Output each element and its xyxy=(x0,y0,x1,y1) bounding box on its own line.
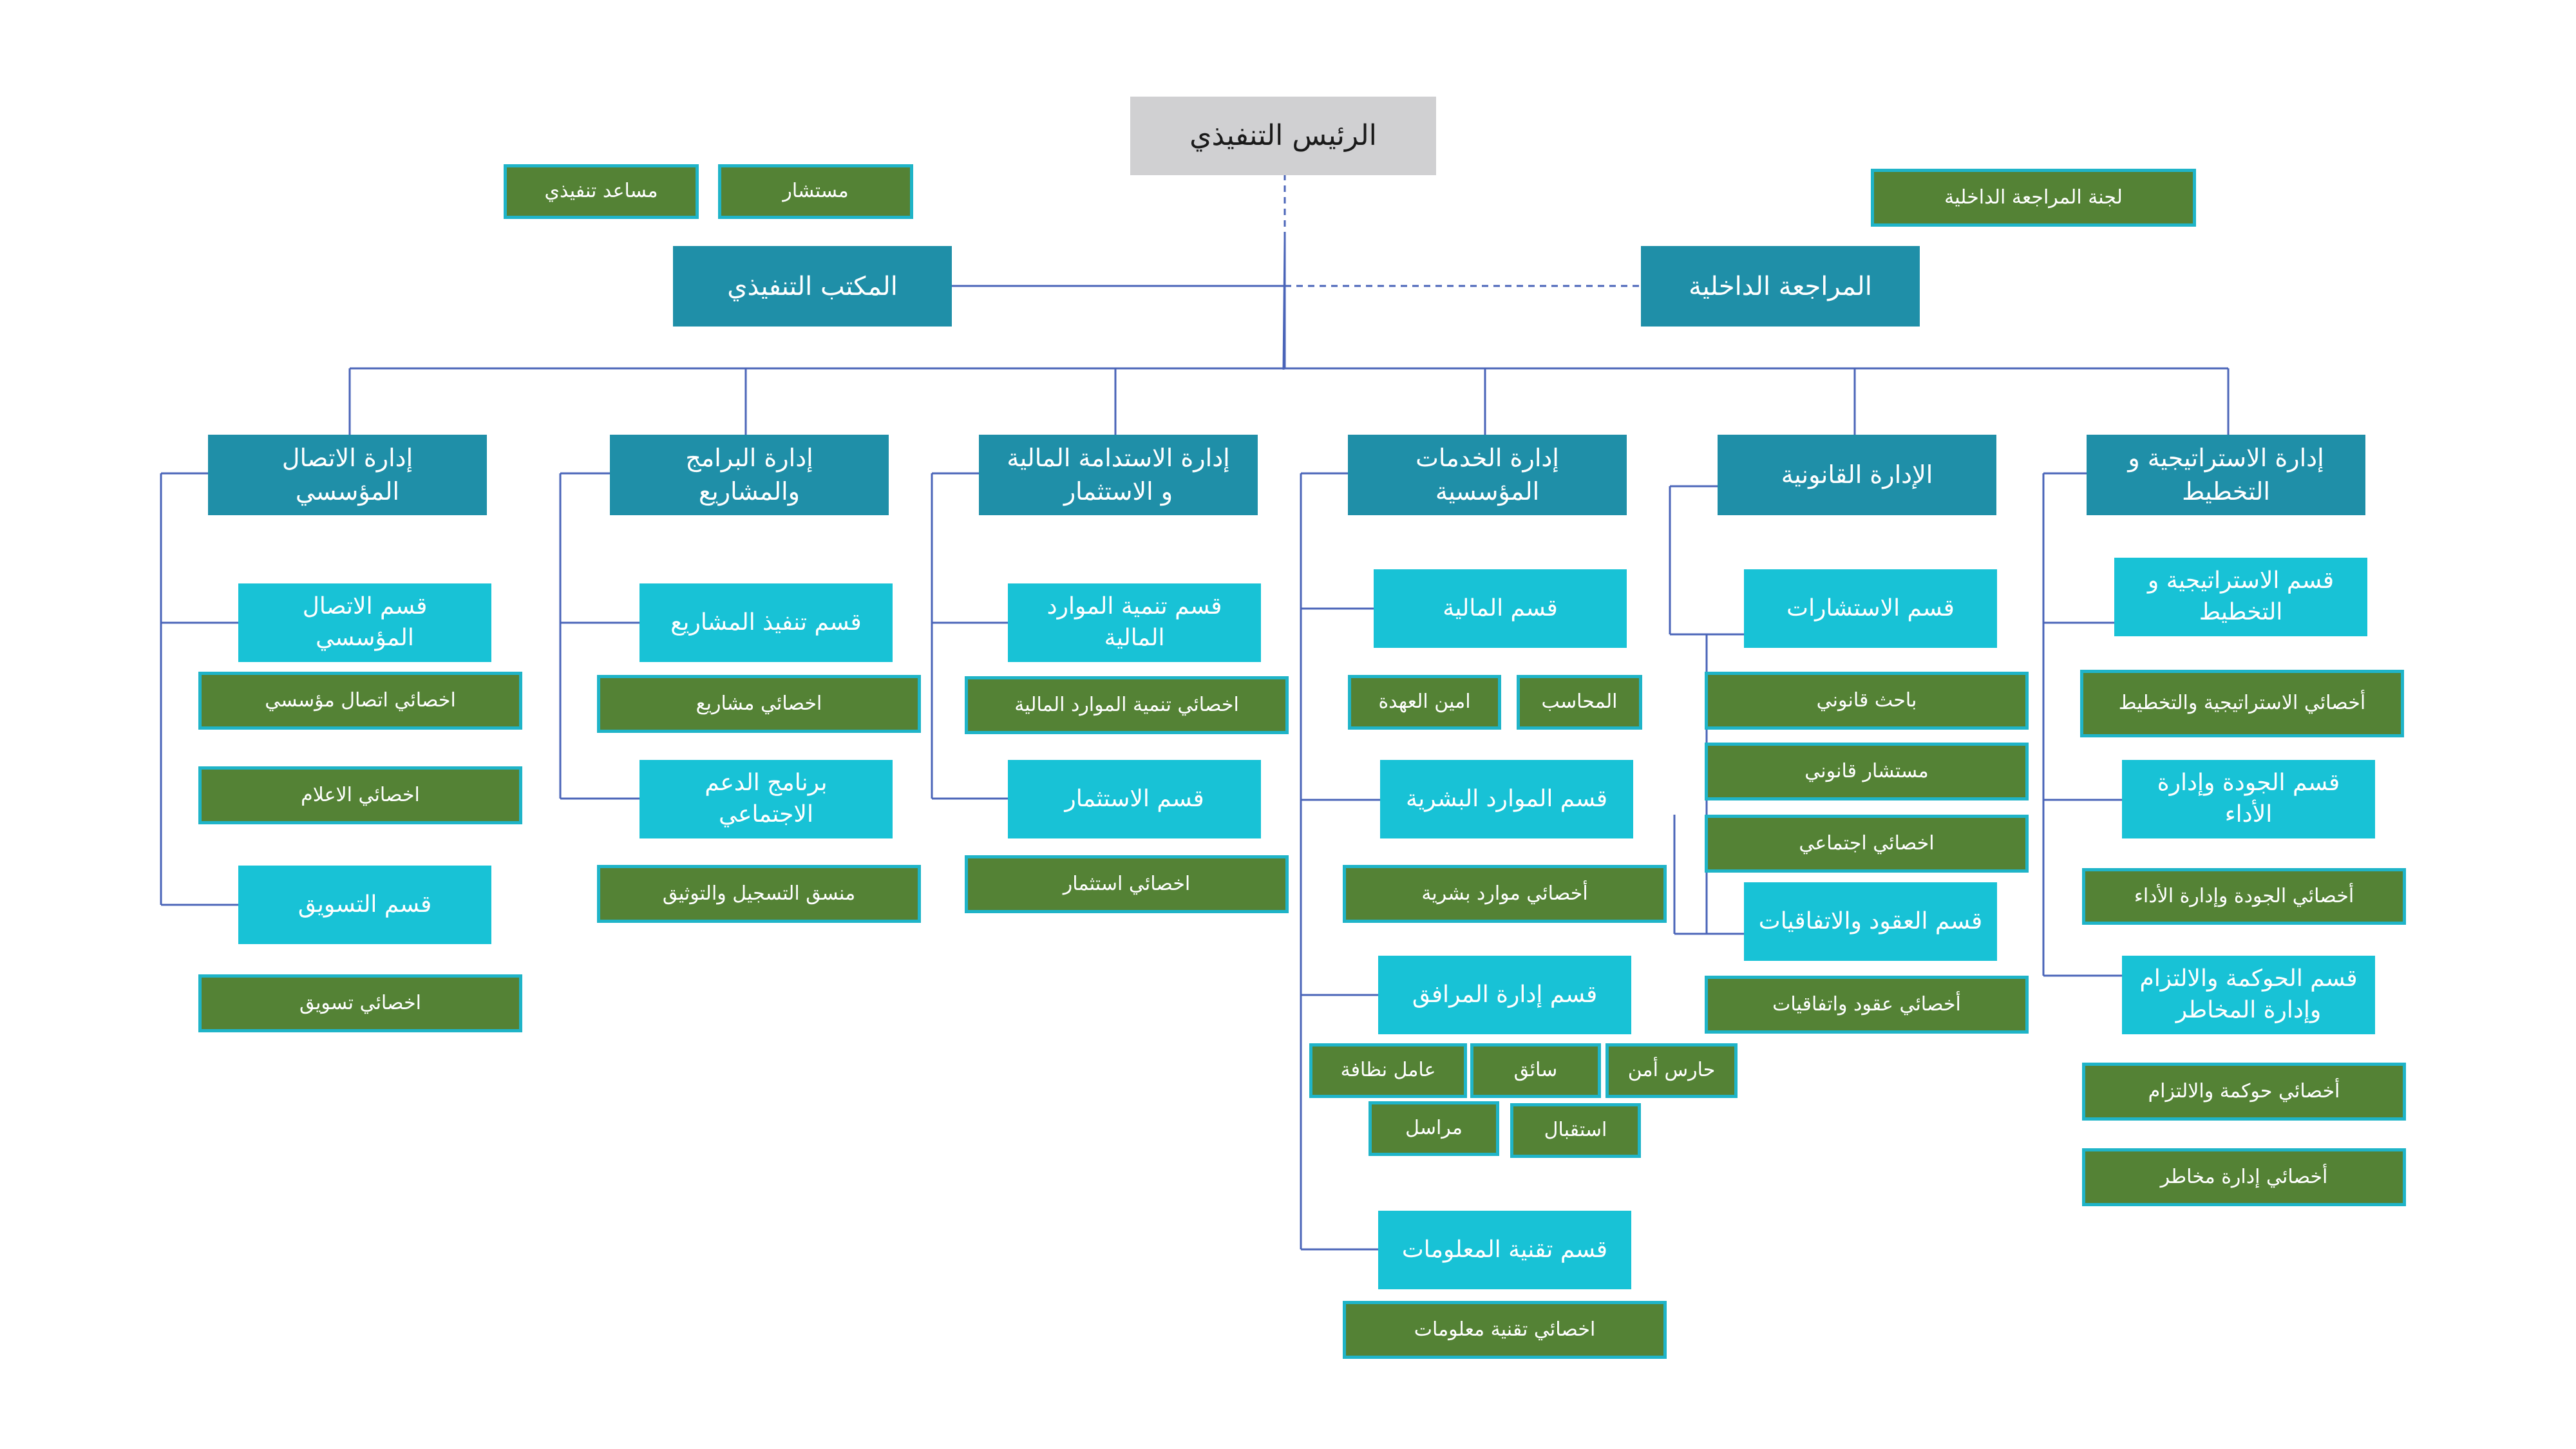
role-social-specialist: اخصائي اجتماعي xyxy=(1705,815,2029,873)
section-marketing: قسم التسويق xyxy=(238,866,491,944)
role-hr-specialist: أخصائي موارد بشرية xyxy=(1343,865,1667,923)
dept-programs: إدارة البرامج والمشاريع xyxy=(610,435,889,515)
role-reception: استقبال xyxy=(1510,1103,1641,1158)
audit-committee-box: لجنة المراجعة الداخلية xyxy=(1871,169,2196,227)
role-legal-researcher: باحث قانوني xyxy=(1705,672,2029,730)
executive-assistant-box: مساعد تنفيذي xyxy=(504,164,699,219)
role-financial-resources-specialist: اخصائي تنمية الموارد المالية xyxy=(965,676,1289,734)
section-investment: قسم الاستثمار xyxy=(1008,760,1261,838)
role-marketing-specialist: اخصائي تسويق xyxy=(198,974,522,1032)
dept-strategy: إدارة الاستراتيجية و التخطيط xyxy=(2087,435,2365,515)
role-accountant: المحاسب xyxy=(1517,675,1642,730)
role-contracts-specialist: أخصائي عقود واتفاقيات xyxy=(1705,976,2029,1034)
section-quality-performance: قسم الجودة وإدارة الأداء xyxy=(2122,760,2375,838)
role-driver: سائق xyxy=(1470,1043,1601,1098)
section-consultations: قسم الاستشارات xyxy=(1744,569,1997,648)
role-security-guard: حارس أمن xyxy=(1605,1043,1738,1098)
section-strategy-planning: قسم الاستراتيجية و التخطيط xyxy=(2114,558,2367,636)
role-investment-specialist: اخصائي استثمار xyxy=(965,855,1289,913)
dept-finance: إدارة الاستدامة المالية و الاستثمار xyxy=(979,435,1258,515)
advisor-box: مستشار xyxy=(718,164,913,219)
ceo-box: الرئيس التنفيذي xyxy=(1130,97,1436,175)
section-facilities: قسم إدارة المرافق xyxy=(1378,956,1631,1034)
section-project-execution: قسم تنفيذ المشاريع xyxy=(639,583,893,662)
role-quality-specialist: أخصائي الجودة وإدارة الأداء xyxy=(2082,868,2406,925)
role-legal-advisor: مستشار قانوني xyxy=(1705,743,2029,800)
role-cleaner: عامل نظافة xyxy=(1309,1043,1467,1098)
role-risk-specialist: أخصائي إدارة مخاطر xyxy=(2082,1148,2406,1206)
section-governance-risk: قسم الحوكمة والالتزام وإدارة المخاطر xyxy=(2122,956,2375,1034)
section-human-resources: قسم الموارد البشرية xyxy=(1380,760,1633,838)
role-courier: مراسل xyxy=(1368,1101,1499,1156)
role-projects-specialist: اخصائي مشاريع xyxy=(597,675,921,733)
section-finance: قسم المالية xyxy=(1374,569,1627,648)
role-it-specialist: اخصائي تقنية معلومات xyxy=(1343,1301,1667,1359)
role-communication-specialist: اخصائي اتصال مؤسسي xyxy=(198,672,522,730)
section-social-support: برنامج الدعم الاجتماعي xyxy=(639,760,893,838)
dept-communication: إدارة الاتصال المؤسسي xyxy=(208,435,487,515)
section-corporate-communication: قسم الاتصال المؤسسي xyxy=(238,583,491,662)
role-governance-specialist: أخصائي حوكمة والالتزام xyxy=(2082,1063,2406,1121)
role-media-specialist: اخصائي الاعلام xyxy=(198,766,522,824)
section-financial-resources: قسم تنمية الموارد المالية xyxy=(1008,583,1261,662)
role-registration-coordinator: منسق التسجيل والتوثيق xyxy=(597,865,921,923)
dept-corporate-services: إدارة الخدمات المؤسسية xyxy=(1348,435,1627,515)
section-information-technology: قسم تقنية المعلومات xyxy=(1378,1211,1631,1289)
section-contracts: قسم العقود والاتفاقيات xyxy=(1744,882,1997,961)
executive-office-box: المكتب التنفيذي xyxy=(673,246,952,327)
dept-legal: الإدارة القانونية xyxy=(1718,435,1996,515)
role-strategy-specialist: أخصائي الاستراتيجية والتخطيط xyxy=(2080,670,2404,737)
role-custody-officer: امين العهدة xyxy=(1348,675,1501,730)
internal-audit-box: المراجعة الداخلية xyxy=(1641,246,1920,327)
